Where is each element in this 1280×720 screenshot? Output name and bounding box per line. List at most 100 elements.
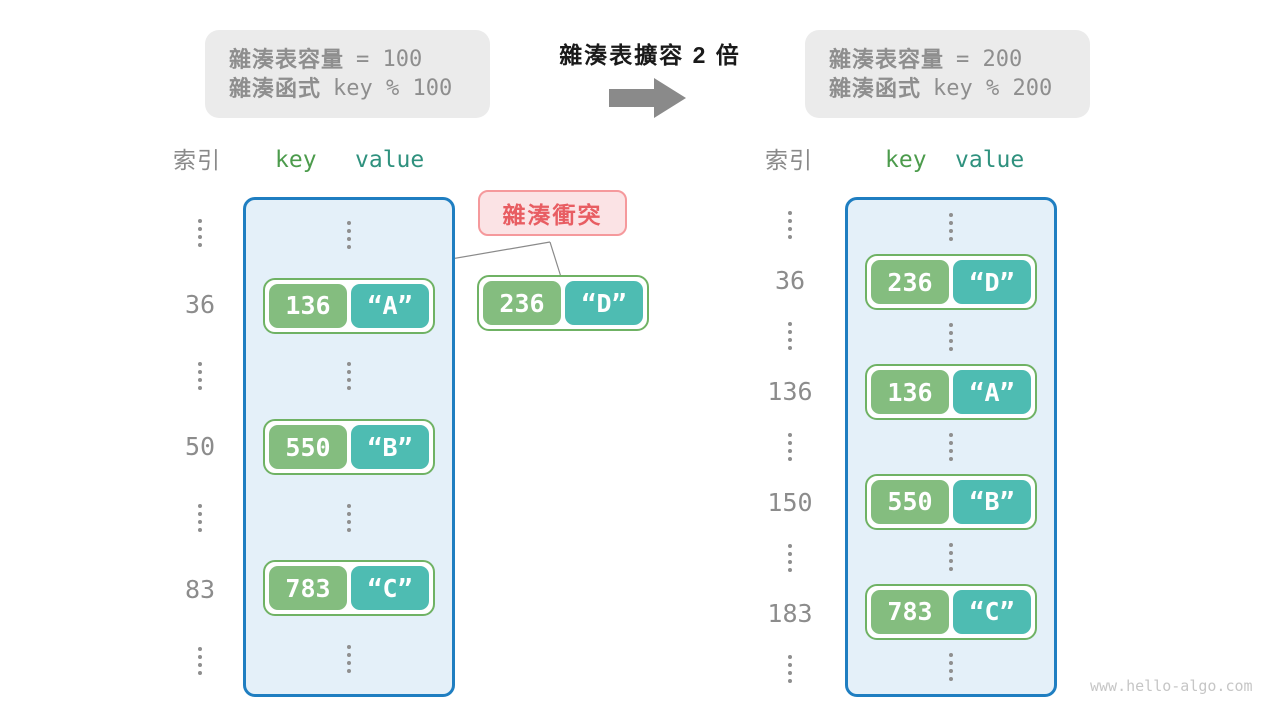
value-cell: “A” <box>351 283 429 328</box>
bucket-row: 136 “A” <box>848 364 1054 421</box>
index-label: 36 <box>774 265 806 295</box>
capacity-line: 雜湊表容量 = 200 <box>829 46 1090 72</box>
right-index-header: 索引 <box>765 147 813 173</box>
ellipsis-dots-icon <box>198 504 202 533</box>
index-label: 183 <box>767 599 813 629</box>
index-label: 83 <box>184 575 216 605</box>
ellipsis-dots-icon <box>788 433 792 462</box>
ellipsis-dots-icon <box>788 321 792 350</box>
hash-collision-badge: 雜湊衝突 <box>478 190 627 236</box>
ellipsis-dots-icon <box>788 655 792 684</box>
right-arrow-icon <box>609 77 687 124</box>
ellipsis-dots-icon <box>347 221 351 250</box>
hash-function-value: key % 200 <box>933 75 1053 101</box>
hash-function-value: key % 100 <box>333 75 453 101</box>
index-label: 136 <box>767 376 813 406</box>
value-cell: “A” <box>953 370 1031 415</box>
key-cell: 783 <box>871 589 949 634</box>
bucket-ellipsis <box>848 310 1054 365</box>
index-label: 50 <box>184 432 216 462</box>
bucket-ellipsis <box>246 200 452 271</box>
key-cell: 550 <box>269 425 347 470</box>
index-ellipsis <box>165 197 235 268</box>
hash-function-line: 雜湊函式 key % 100 <box>229 75 490 101</box>
right-index-column: 36 136 150 183 <box>755 197 825 697</box>
index-ellipsis <box>755 530 825 586</box>
old-table-info-box: 雜湊表容量 = 100 雜湊函式 key % 100 <box>205 30 490 118</box>
bucket-row: 136 “A” <box>246 271 452 342</box>
index-label: 150 <box>767 488 813 518</box>
new-hash-table: 236 “D” 136 “A” 550 “B” 783 “C” <box>845 197 1057 697</box>
watermark: www.hello-algo.com <box>1090 677 1253 695</box>
key-cell: 136 <box>269 283 347 328</box>
index-ellipsis <box>165 626 235 697</box>
key-value-pair: 783 “C” <box>263 560 435 617</box>
key-cell: 136 <box>871 370 949 415</box>
capacity-label: 雜湊表容量 <box>229 46 345 72</box>
ellipsis-dots-icon <box>347 503 351 532</box>
ellipsis-dots-icon <box>198 361 202 390</box>
capacity-label: 雜湊表容量 <box>829 46 945 72</box>
hash-function-label: 雜湊函式 <box>829 75 922 101</box>
ellipsis-dots-icon <box>198 218 202 247</box>
ellipsis-dots-icon <box>347 362 351 391</box>
key-value-pair: 783 “C” <box>865 583 1037 640</box>
index-label: 36 <box>184 289 216 319</box>
hash-function-line: 雜湊函式 key % 200 <box>829 75 1090 101</box>
left-index-column: 36 50 83 <box>165 197 235 697</box>
ellipsis-dots-icon <box>788 210 792 239</box>
left-key-header: key <box>275 147 317 173</box>
ellipsis-dots-icon <box>949 323 953 352</box>
bucket-ellipsis <box>246 341 452 412</box>
index-ellipsis <box>755 419 825 475</box>
bucket-row: 236 “D” <box>848 254 1054 311</box>
bucket-ellipsis <box>246 482 452 553</box>
index-ellipsis <box>165 340 235 411</box>
bucket-ellipsis <box>848 639 1054 694</box>
ellipsis-dots-icon <box>788 544 792 573</box>
key-value-pair: 136 “A” <box>865 364 1037 421</box>
old-hash-table: 136 “A” 550 “B” 783 “C” <box>243 197 455 697</box>
bucket-row: 550 “B” <box>246 412 452 483</box>
left-index-header: 索引 <box>173 147 221 173</box>
left-value-header: value <box>355 147 425 173</box>
hash-function-label: 雜湊函式 <box>229 75 322 101</box>
ellipsis-dots-icon <box>347 644 351 673</box>
key-value-pair: 136 “A” <box>263 277 435 334</box>
key-value-pair: 550 “B” <box>263 419 435 476</box>
capacity-value: = 100 <box>356 46 423 72</box>
bucket-row: 783 “C” <box>848 583 1054 640</box>
index-ellipsis <box>755 197 825 253</box>
ellipsis-dots-icon <box>949 213 953 242</box>
bucket-ellipsis <box>848 420 1054 475</box>
index-ellipsis <box>755 308 825 364</box>
value-cell: “B” <box>953 479 1031 524</box>
bucket-row: 550 “B” <box>848 473 1054 530</box>
key-cell: 236 <box>483 281 561 325</box>
capacity-line: 雜湊表容量 = 100 <box>229 46 490 72</box>
new-table-info-box: 雜湊表容量 = 200 雜湊函式 key % 200 <box>805 30 1090 118</box>
index-ellipsis <box>165 483 235 554</box>
ellipsis-dots-icon <box>198 647 202 676</box>
ellipsis-dots-icon <box>949 433 953 461</box>
key-cell: 783 <box>269 566 347 611</box>
bucket-ellipsis <box>246 623 452 694</box>
diagram-title: 雜湊表擴容 2 倍 <box>559 42 741 68</box>
bucket-ellipsis <box>848 200 1054 255</box>
bucket-row: 783 “C” <box>246 553 452 624</box>
bucket-ellipsis <box>848 529 1054 584</box>
capacity-value: = 200 <box>956 46 1023 72</box>
ellipsis-dots-icon <box>949 652 953 681</box>
colliding-key-value-pair: 236 “D” <box>477 275 649 331</box>
index-ellipsis <box>755 642 825 698</box>
key-cell: 236 <box>871 260 949 305</box>
right-key-header: key <box>885 147 927 173</box>
value-cell: “D” <box>565 281 643 325</box>
ellipsis-dots-icon <box>949 542 953 571</box>
right-value-header: value <box>955 147 1025 173</box>
value-cell: “B” <box>351 425 429 470</box>
key-value-pair: 236 “D” <box>865 254 1037 311</box>
value-cell: “C” <box>953 589 1031 634</box>
value-cell: “C” <box>351 566 429 611</box>
